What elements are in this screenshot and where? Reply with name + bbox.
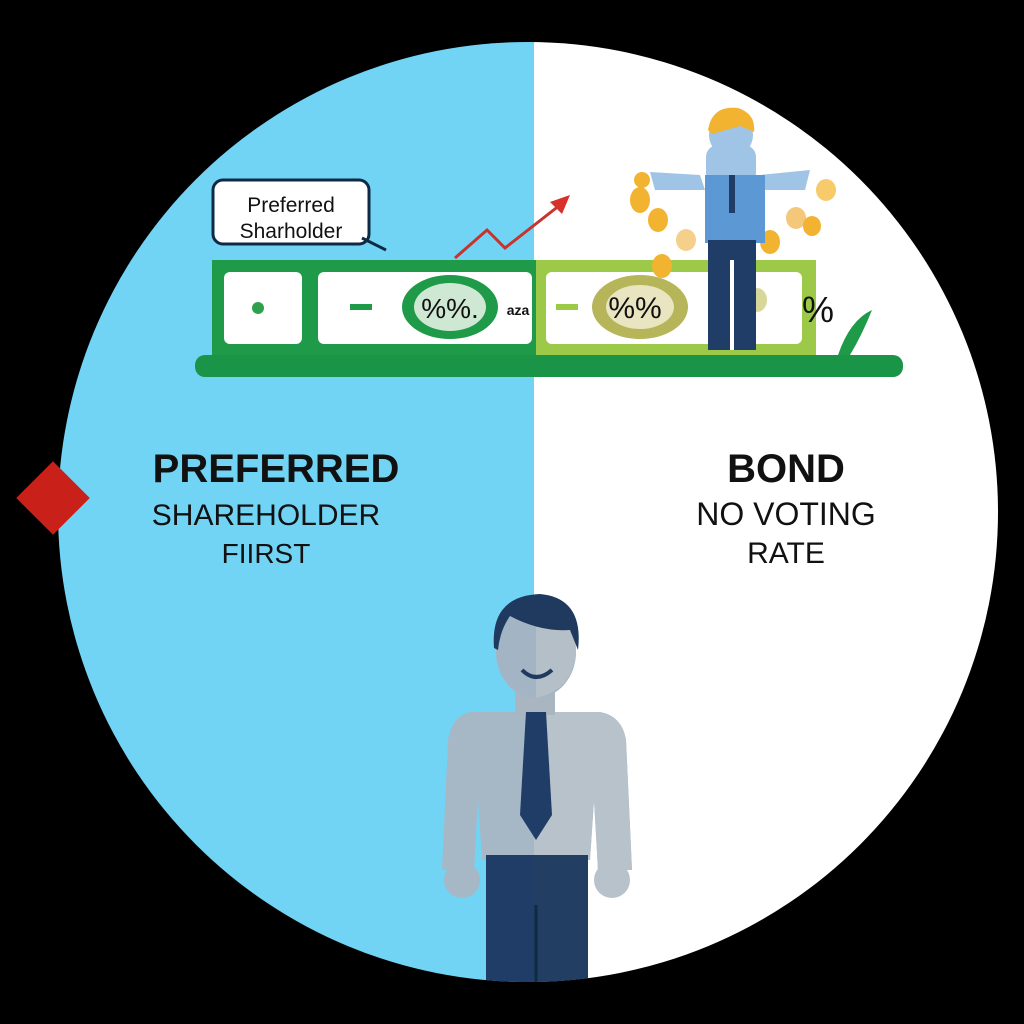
right-seal-text: %% [608,292,661,325]
left-line-2: SHAREHOLDER [152,499,380,532]
bubble-line-1: Preferred [247,194,335,217]
banknote-strip: %%. aza %% % [195,260,903,377]
leaf-icon [838,310,872,355]
falling-coins-icon [630,172,836,278]
left-title: PREFERRED [153,447,400,491]
red-diamond-marker [16,461,90,535]
right-title: BOND [727,447,845,491]
central-person-figure [442,594,632,982]
bond-investor-figure [650,107,810,350]
rising-arrow-icon [454,195,570,260]
bubble-line-2: Sharholder [240,220,343,243]
left-seal-text: %%. [421,293,479,324]
right-line-2: NO VOTING [696,496,876,532]
left-line-3: FIIRST [222,538,311,569]
note-code: aza [507,302,530,318]
speech-bubble: Preferred Sharholder [211,178,387,252]
ground-bar [195,355,903,377]
percent-symbol: % [802,289,834,330]
right-line-3: RATE [747,537,825,570]
tie-icon [520,712,552,840]
